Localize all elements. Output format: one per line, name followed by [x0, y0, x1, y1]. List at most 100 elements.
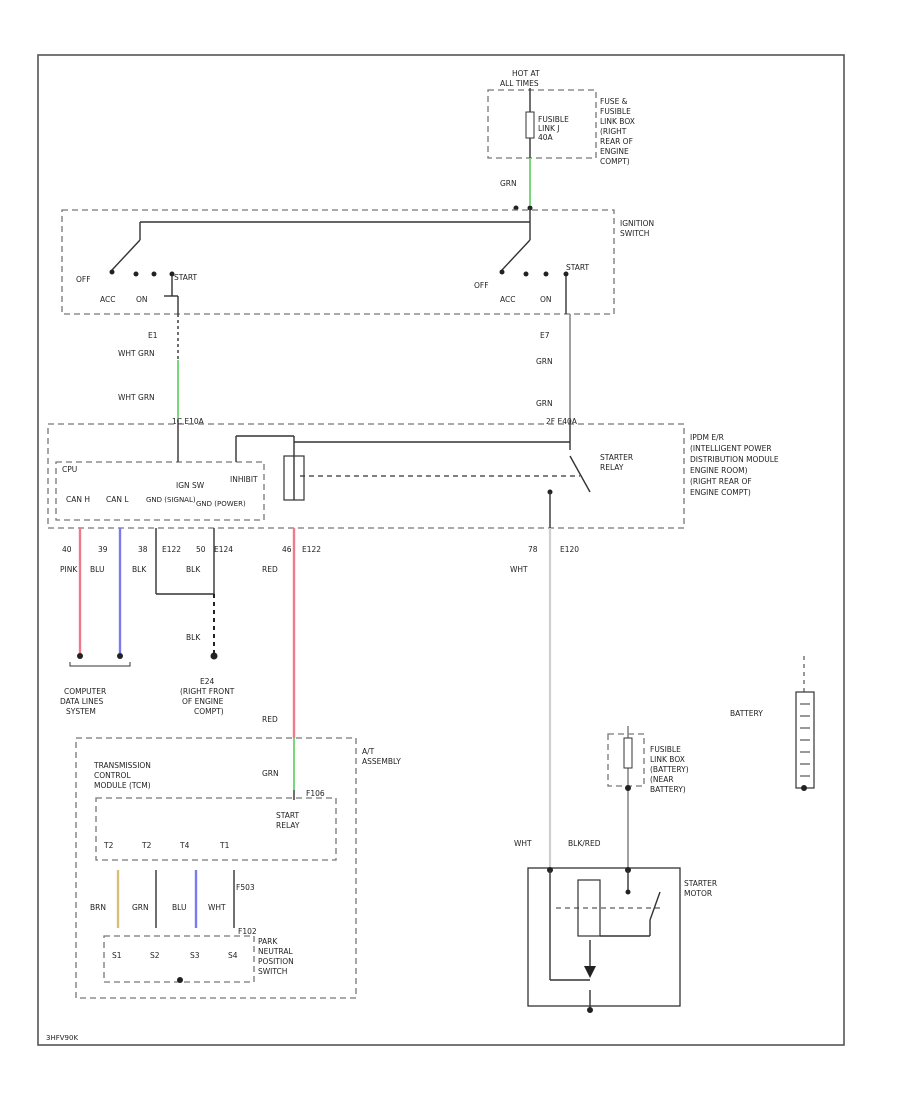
ign-off-right: OFF [474, 281, 489, 290]
red-label-1: RED [262, 565, 278, 574]
ipdm-ign-sw: IGN SW [176, 481, 205, 490]
diagram-frame [37, 54, 845, 1046]
bfl-3: (BATTERY) [650, 765, 689, 774]
starter-motor-box [527, 867, 681, 1007]
tcm-1: TRANSMISSION [93, 761, 151, 770]
f102-label: F102 [238, 927, 257, 936]
starter-title-2: MOTOR [684, 889, 712, 898]
tcm-2: CONTROL [94, 771, 131, 780]
bfl-4: (NEAR [650, 775, 674, 784]
ipdm-title-2: (INTELLIGENT POWER [690, 444, 772, 453]
e122-label: E122 [162, 545, 181, 554]
pin-40: 40 [62, 545, 72, 554]
e24-4: COMPT) [194, 707, 224, 716]
fuse-box-label-7: COMPT) [600, 157, 630, 166]
ign-acc-right: ACC [500, 295, 515, 304]
ignition-switch-blade-left [111, 239, 141, 271]
starter-title-1: STARTER [684, 879, 717, 888]
ipdm-title-1: IPDM E/R [690, 433, 724, 442]
starter-wht: WHT [514, 839, 532, 848]
bfl-2: LINK BOX [650, 755, 685, 764]
ipdm-inhibit: INHIBIT [230, 475, 258, 484]
ipdm-starter-relay-1: STARTER [600, 453, 633, 462]
pnp-s4: S4 [228, 951, 238, 960]
starter-motor-symbol [584, 966, 596, 978]
at-grn2: GRN [132, 903, 149, 912]
fuse-box-label-6: ENGINE [600, 147, 629, 156]
ground-point-e24 [210, 652, 218, 660]
ipdm-gnd-signal: GND (SIGNAL) [146, 496, 196, 504]
starter-relay-contact [569, 455, 591, 493]
ipdm-cpu: CPU [62, 465, 77, 474]
ign-acc-left: ACC [100, 295, 115, 304]
e124-label: E124 [214, 545, 233, 554]
at-blu: BLU [172, 903, 186, 912]
fuse-box-label-5: REAR OF [600, 137, 633, 146]
tcm-pin-3: T4 [179, 841, 190, 850]
ipdm-can-l: CAN L [106, 495, 129, 504]
at-brn: BRN [90, 903, 106, 912]
ign-off-left: OFF [76, 275, 91, 284]
pnp-s3: S3 [190, 951, 200, 960]
grn-label-1: GRN [536, 357, 553, 366]
ign-on-left: ON [136, 295, 148, 304]
fuse-box-label-1: FUSE & [600, 97, 628, 106]
e122b-label: E122 [302, 545, 321, 554]
battery-fusible-link [623, 737, 633, 769]
fusible-link-label-2: LINK J [538, 124, 560, 133]
ignition-switch-outline [61, 209, 615, 315]
pnp-s2: S2 [150, 951, 160, 960]
wht-label-mid: WHT [510, 565, 528, 574]
starter-relay-coil [283, 455, 305, 501]
blu-label: BLU [90, 565, 104, 574]
ipdm-title-3: DISTRIBUTION MODULE [690, 455, 779, 464]
fuse-box-label-3: LINK BOX [600, 117, 635, 126]
pin-39: 39 [98, 545, 108, 554]
grn-fuse-label: GRN [500, 179, 517, 188]
comp-data-1: COMPUTER [64, 687, 106, 696]
at-f106: F106 [306, 789, 325, 798]
at-wht: WHT [208, 903, 226, 912]
at-assembly-outline [75, 737, 357, 999]
ignition-switch-blade-right [501, 239, 531, 271]
starter-blk-red: BLK/RED [568, 839, 601, 848]
pnp-2: NEUTRAL [258, 947, 293, 956]
tcm-outline [95, 797, 337, 861]
comp-data-2: DATA LINES [60, 697, 103, 706]
fusible-link-j [525, 111, 535, 139]
blk-label-1: BLK [132, 565, 147, 574]
e24-1: E24 [200, 677, 215, 686]
at-title-1: A/T [362, 747, 375, 756]
fuse-box-label-4: (RIGHT [600, 127, 627, 136]
ipdm-cpu-outline [55, 461, 265, 521]
comp-data-3: SYSTEM [66, 707, 96, 716]
ipdm-gnd-power: GND (POWER) [196, 500, 246, 508]
diagram-footer-id: 3HFV90K [46, 1034, 78, 1042]
conn-right: 2F E40A [546, 417, 578, 426]
pink-label: PINK [60, 565, 78, 574]
ign-on-right: ON [540, 295, 552, 304]
tcm-pin-2: T2 [141, 841, 152, 850]
f503-label: F503 [236, 883, 255, 892]
fusible-link-label-1: FUSIBLE [538, 115, 569, 124]
e24-2: (RIGHT FRONT [180, 687, 235, 696]
pin-50: 50 [196, 545, 206, 554]
bfl-5: BATTERY) [650, 785, 686, 794]
pin-46: 46 [282, 545, 292, 554]
tcm-pin-4: T1 [219, 841, 230, 850]
pin-e1: E1 [148, 331, 158, 340]
battery-label: BATTERY [730, 709, 763, 718]
e24-3: OF ENGINE [182, 697, 224, 706]
fusible-link-label-3: 40A [538, 133, 554, 142]
at-grn: GRN [262, 769, 279, 778]
ign-start-left: START [174, 273, 198, 282]
ipdm-title-6: ENGINE COMPT) [690, 488, 751, 497]
pin-e7: E7 [540, 331, 550, 340]
ign-start-right: START [566, 263, 590, 272]
tcm-3: MODULE (TCM) [94, 781, 151, 790]
start-relay-1: START [276, 811, 300, 820]
at-title-2: ASSEMBLY [362, 757, 401, 766]
hot-label-1: HOT AT [512, 69, 540, 78]
